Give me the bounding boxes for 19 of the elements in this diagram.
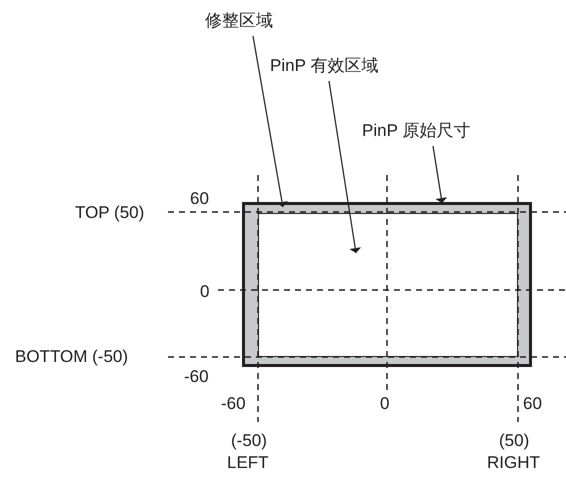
callout-text: PinP 有效区域 [270,55,378,77]
callout-text: PinP 原始尺寸 [362,120,470,142]
trim-frame [242,202,532,367]
axis-label: TOP (50) [75,202,144,224]
leader-line [328,80,358,254]
axis-label: (50) [499,430,530,452]
axis-label: 60 [190,188,209,210]
axis-label: LEFT [227,452,269,474]
axis-label: 0 [380,393,390,415]
axis-label: -60 [184,366,209,388]
axis-label: 60 [523,393,542,415]
axis-label: 0 [200,281,210,303]
callout-text: 修整区域 [205,10,273,32]
effective-area [258,213,518,357]
axis-label: BOTTOM (-50) [15,346,128,368]
axis-label: RIGHT [487,452,540,474]
leader-line [432,146,444,204]
axis-label: (-50) [231,430,267,452]
axis-label: -60 [221,393,246,415]
